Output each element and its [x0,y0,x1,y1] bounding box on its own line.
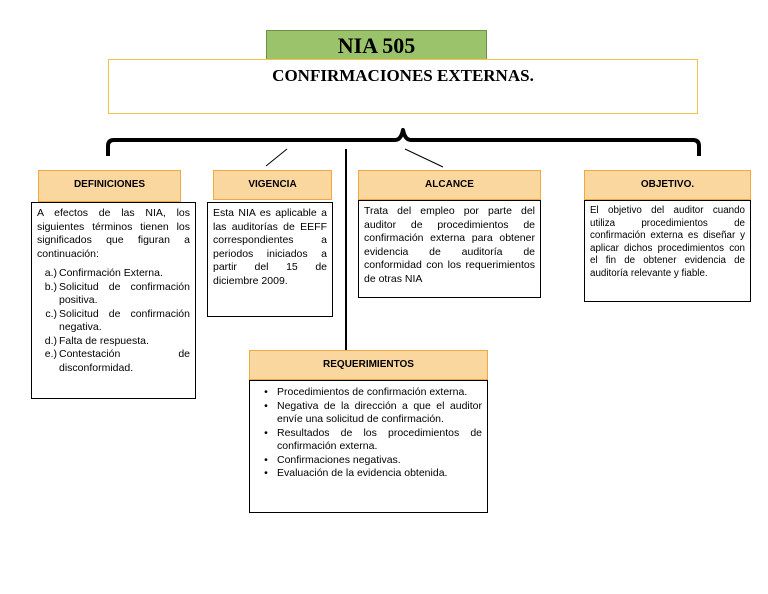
list-item: c.)Solicitud de confirmación negativa. [45,307,190,334]
list-item: a.)Confirmación Externa. [44,267,163,279]
requerimientos-header: REQUERIMIENTOS [249,350,488,380]
definiciones-box: A efectos de las NIA, los siguientes tér… [31,202,196,399]
alcance-header: ALCANCE [358,170,541,200]
objetivo-header: OBJETIVO. [584,170,751,200]
vigencia-header: VIGENCIA [213,170,332,200]
list-item: d.)Falta de respuesta. [44,334,149,347]
list-item: •Confirmaciones negativas. [264,453,401,466]
alcance-box: Trata del empleo por parte del auditor d… [358,200,541,298]
requerimientos-list: •Procedimientos de confirmación externa.… [255,386,482,481]
main-brace [106,128,701,156]
list-item: b.)Solicitud de confirmación positiva. [44,280,190,307]
definiciones-intro: A efectos de las NIA, los siguientes tér… [37,207,190,260]
subtitle-text: CONFIRMACIONES EXTERNAS. [272,66,534,85]
vigencia-connector [265,148,288,167]
list-item: e.)Contestación de disconformidad. [44,348,190,374]
list-item: •Resultados de los procedimientos de con… [264,426,482,453]
definiciones-header: DEFINICIONES [38,170,181,202]
vigencia-box: Esta NIA es aplicable a las auditorías d… [207,202,333,317]
list-item: •Negativa de la dirección a que el audit… [264,399,482,426]
subtitle-box: CONFIRMACIONES EXTERNAS. [108,59,698,114]
list-item: •Procedimientos de confirmación externa. [264,386,468,398]
title-box: NIA 505 [266,30,487,60]
alcance-connector [404,148,444,168]
definiciones-list: a.)Confirmación Externa. b.)Solicitud de… [37,267,190,375]
list-item: •Evaluación de la evidencia obtenida. [264,467,448,479]
objetivo-box: El objetivo del auditor cuando utiliza p… [584,200,751,302]
requerimientos-box: •Procedimientos de confirmación externa.… [249,380,488,513]
